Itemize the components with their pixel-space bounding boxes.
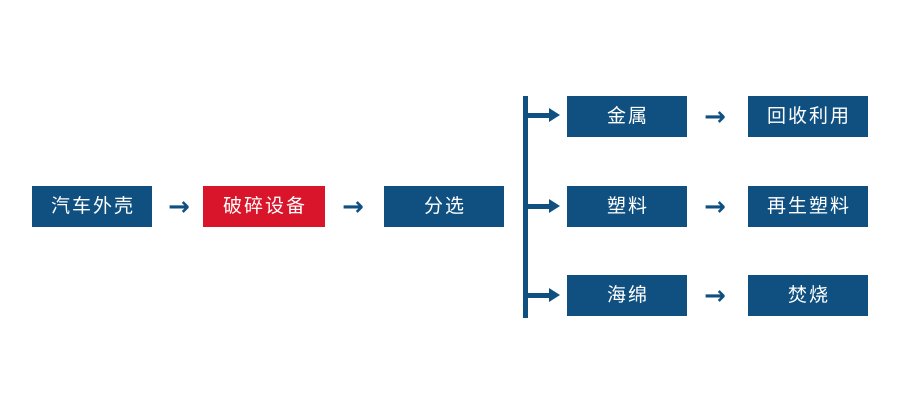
node-branch-plastic[interactable]: 塑料 — [567, 186, 687, 227]
branch-arrowhead-plastic-icon — [549, 199, 560, 213]
node-result-metal[interactable]: 回收利用 — [748, 96, 868, 137]
node-branch-metal[interactable]: 金属 — [567, 96, 687, 137]
arrow-sponge-to-result-icon: → — [704, 281, 726, 311]
node-crusher[interactable]: 破碎设备 — [203, 186, 325, 227]
branch-arrowhead-metal-icon — [549, 108, 560, 122]
branch-spine-connector — [523, 96, 528, 318]
branch-stem-sponge — [526, 293, 549, 298]
node-sorting[interactable]: 分选 — [384, 186, 504, 227]
arrow-start-to-crusher-icon: → — [168, 192, 190, 222]
arrow-metal-to-result-icon: → — [704, 102, 726, 132]
arrow-plastic-to-result-icon: → — [704, 192, 726, 222]
node-start[interactable]: 汽车外壳 — [32, 186, 152, 227]
branch-stem-metal — [526, 113, 549, 118]
branch-stem-plastic — [526, 204, 549, 209]
node-result-plastic[interactable]: 再生塑料 — [748, 186, 868, 227]
branch-arrowhead-sponge-icon — [549, 288, 560, 302]
node-result-sponge[interactable]: 焚烧 — [748, 275, 868, 316]
node-branch-sponge[interactable]: 海绵 — [567, 275, 687, 316]
arrow-crusher-to-sorting-icon: → — [342, 192, 364, 222]
